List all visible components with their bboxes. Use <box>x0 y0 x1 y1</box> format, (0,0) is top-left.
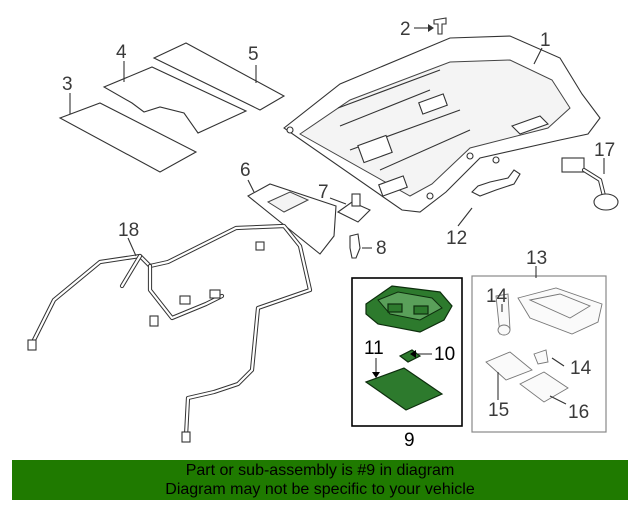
part-6-sun-visor[interactable]: 6 <box>240 160 337 255</box>
part-2-clip[interactable]: 2 <box>400 17 447 40</box>
callout-8: 8 <box>376 238 387 259</box>
part-13-console-group[interactable]: 13 14 14 15 16 <box>471 248 607 433</box>
callout-7: 7 <box>318 182 329 203</box>
callout-1: 1 <box>540 30 551 51</box>
callout-17: 17 <box>594 140 615 161</box>
callout-11: 11 <box>364 338 384 359</box>
callout-5: 5 <box>248 44 259 65</box>
callout-10: 10 <box>434 344 455 365</box>
callout-14b: 14 <box>570 358 592 379</box>
callout-12: 12 <box>446 228 467 249</box>
callout-6: 6 <box>240 160 251 181</box>
callout-18: 18 <box>118 220 139 241</box>
part-3-pad[interactable]: 3 <box>58 74 198 173</box>
part-1-headliner[interactable]: 1 <box>283 30 601 213</box>
callout-3: 3 <box>62 74 73 95</box>
part-5-pad[interactable]: 5 <box>152 42 286 111</box>
notice-banner: Part or sub-assembly is #9 in diagram Di… <box>12 460 628 500</box>
part-7-bracket[interactable]: 7 <box>318 182 371 223</box>
part-18-harness[interactable]: 18 <box>27 220 313 443</box>
callout-13: 13 <box>526 248 547 269</box>
notice-line-2: Diagram may not be specific to your vehi… <box>165 481 475 498</box>
part-4-pad[interactable]: 4 <box>102 42 248 134</box>
part-8-clip[interactable]: 8 <box>349 233 387 259</box>
part-12-grab-handle[interactable]: 12 <box>446 169 521 249</box>
part-9-map-lamp-assembly[interactable]: 10 11 9 <box>351 277 463 451</box>
part-17-lamp[interactable]: 17 <box>561 140 619 211</box>
callout-16: 16 <box>568 402 589 423</box>
notice-line-1: Part or sub-assembly is #9 in diagram <box>185 462 455 479</box>
callout-2: 2 <box>400 19 411 40</box>
callout-9: 9 <box>404 430 415 451</box>
callout-15: 15 <box>488 400 509 421</box>
callout-14a: 14 <box>486 286 508 307</box>
callout-4: 4 <box>116 42 127 63</box>
